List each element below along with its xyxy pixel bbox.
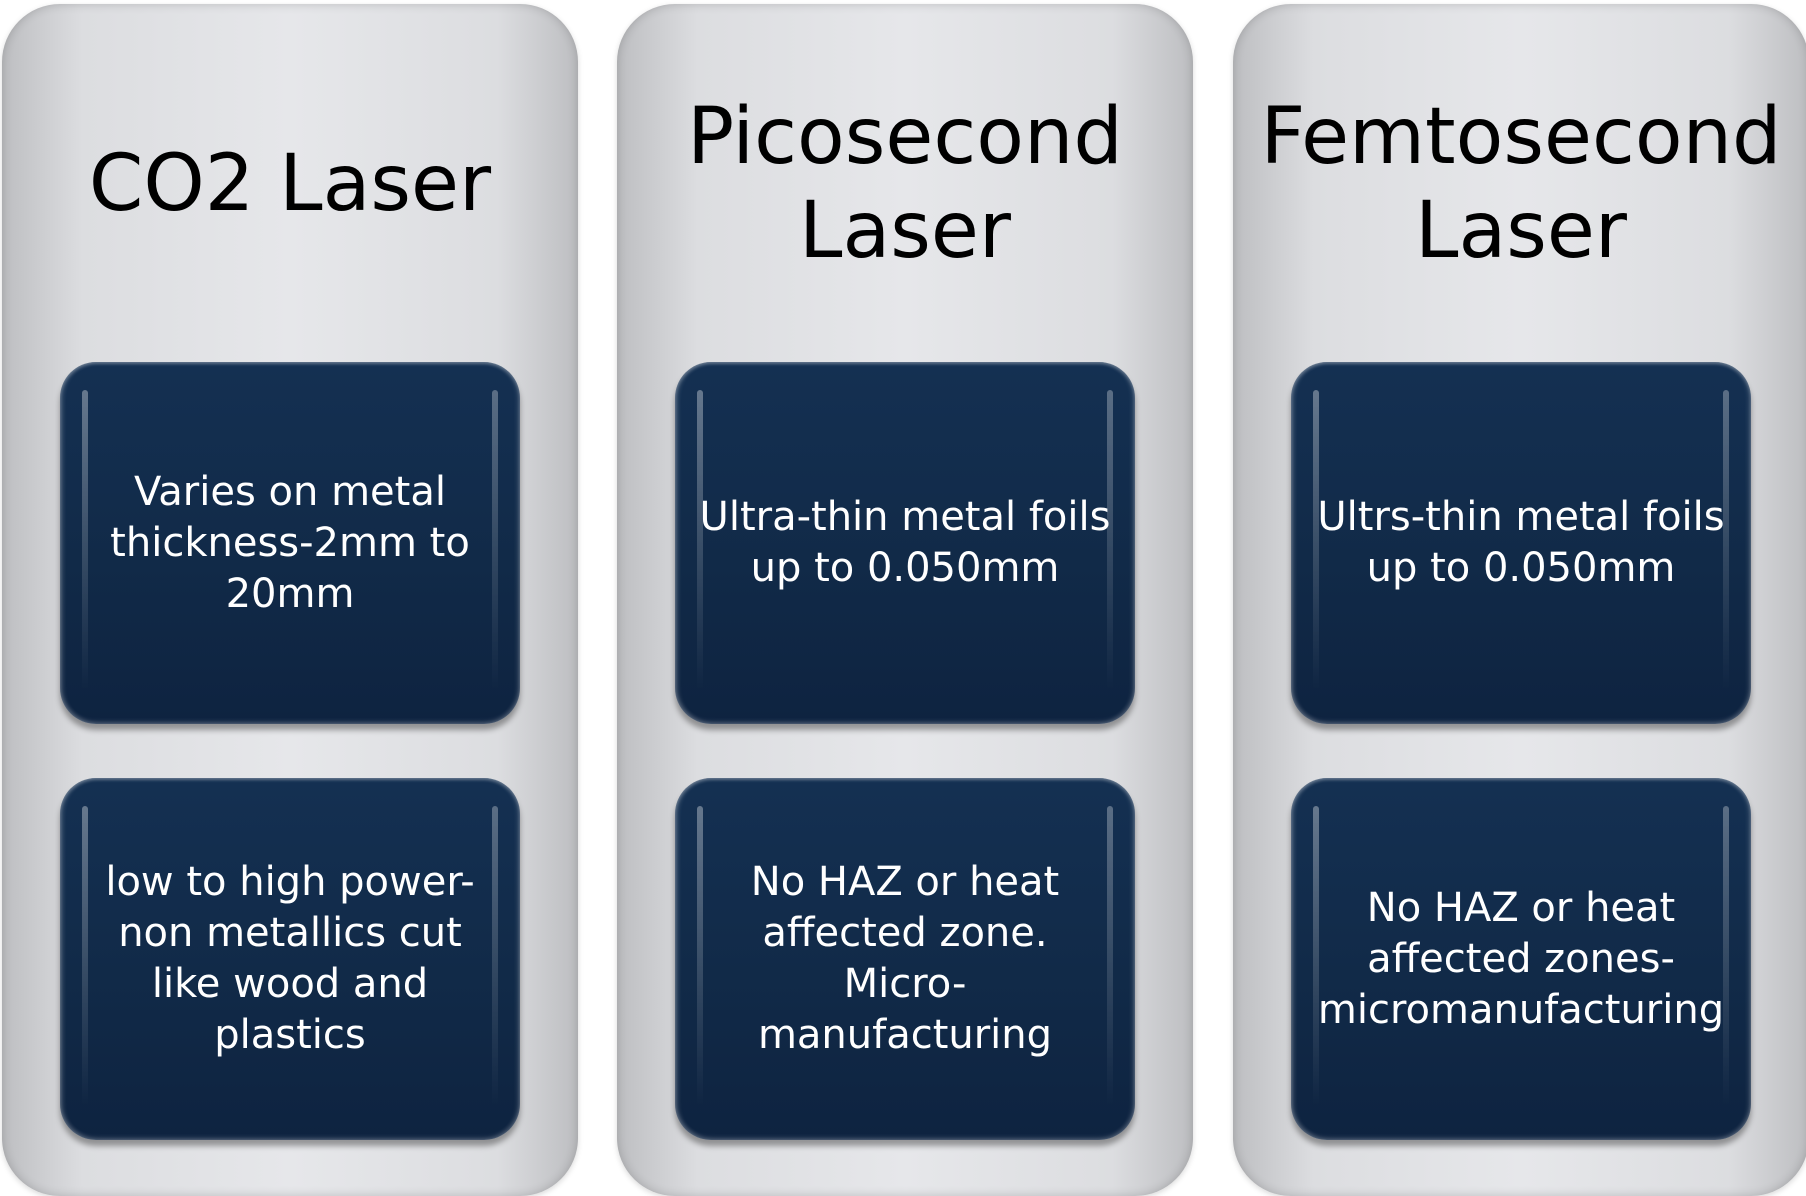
info-card-thickness: Varies on metal thickness-2mm to 20mm [60,362,520,724]
card-text: Varies on metal thickness-2mm to 20mm [110,468,470,617]
column-title: Femtosecond Laser [1233,84,1806,284]
info-card-haz: No HAZ or heat affected zone. Micro- man… [675,778,1135,1140]
column-picosecond-laser: Picosecond Laser Ultra-thin metal foils … [617,4,1193,1196]
info-card-power: low to high power- non metallics cut lik… [60,778,520,1140]
card-text: No HAZ or heat affected zones- micromanu… [1317,884,1725,1033]
column-title: CO2 Laser [2,84,578,284]
column-title-line: Laser [1415,186,1627,276]
column-title-line: Picosecond [687,92,1123,182]
info-card-haz: No HAZ or heat affected zones- micromanu… [1291,778,1751,1140]
column-title-line: CO2 Laser [88,139,492,229]
card-text: No HAZ or heat affected zone. Micro- man… [750,859,1060,1058]
column-title-line: Laser [799,186,1011,276]
card-text: Ultra-thin metal foils up to 0.050mm [699,494,1111,591]
card-text: Ultrs-thin metal foils up to 0.050mm [1317,494,1725,591]
column-title: Picosecond Laser [617,84,1193,284]
card-text: low to high power- non metallics cut lik… [105,859,475,1058]
column-title-line: Femtosecond [1260,92,1782,182]
info-card-foils: Ultra-thin metal foils up to 0.050mm [675,362,1135,724]
column-co2-laser: CO2 Laser Varies on metal thickness-2mm … [2,4,578,1196]
info-card-foils: Ultrs-thin metal foils up to 0.050mm [1291,362,1751,724]
column-femtosecond-laser: Femtosecond Laser Ultrs-thin metal foils… [1233,4,1806,1196]
